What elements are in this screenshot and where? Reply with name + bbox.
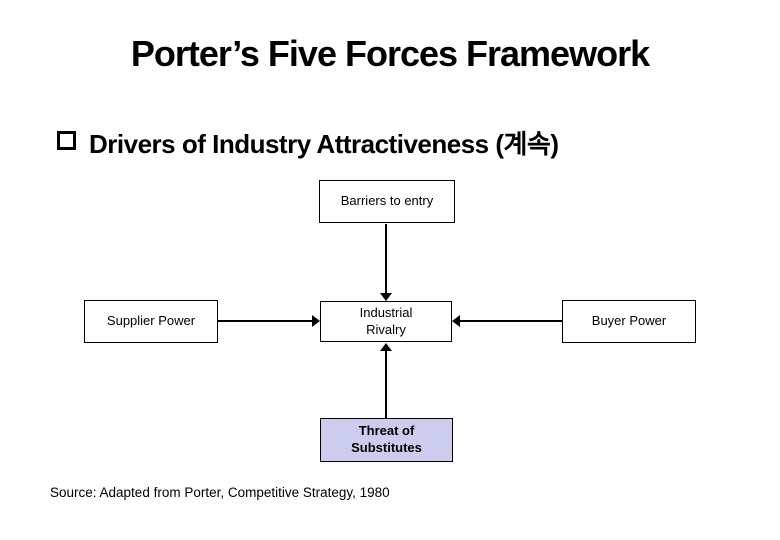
- connector-barriers-to-rivalry: [385, 224, 387, 294]
- diagram-box-buyer-power: Buyer Power: [562, 300, 696, 343]
- diagram-box-threat-of-substitutes: Threat of Substitutes: [320, 418, 453, 462]
- connector-supplier-to-rivalry: [218, 320, 314, 322]
- connector-buyer-to-rivalry: [460, 320, 562, 322]
- box-label: Buyer Power: [591, 313, 667, 329]
- arrowhead-right-icon: [312, 315, 320, 327]
- bullet-line: Drivers of Industry Attractiveness (계속): [57, 124, 559, 161]
- arrowhead-down-icon: [380, 293, 392, 301]
- arrowhead-up-icon: [380, 343, 392, 351]
- box-label: Barriers to entry: [340, 193, 434, 209]
- connector-substitutes-to-rivalry: [385, 350, 387, 418]
- source-citation: Source: Adapted from Porter, Competitive…: [50, 485, 390, 500]
- box-label-line2: Rivalry: [366, 321, 406, 337]
- diagram-box-supplier-power: Supplier Power: [84, 300, 218, 343]
- box-label-line2: Substitutes: [351, 440, 422, 455]
- bullet-text: Drivers of Industry Attractiveness (계속): [89, 129, 559, 159]
- box-label-line1: Industrial: [359, 304, 413, 320]
- hollow-square-bullet-icon: [57, 131, 76, 150]
- arrowhead-left-icon: [452, 315, 460, 327]
- box-label: Supplier Power: [106, 313, 196, 329]
- box-label-line1: Threat of: [358, 423, 415, 439]
- diagram-box-barriers-to-entry: Barriers to entry: [319, 180, 455, 223]
- diagram-box-industrial-rivalry: Industrial Rivalry: [320, 301, 452, 342]
- slide-title: Porter’s Five Forces Framework: [130, 33, 650, 74]
